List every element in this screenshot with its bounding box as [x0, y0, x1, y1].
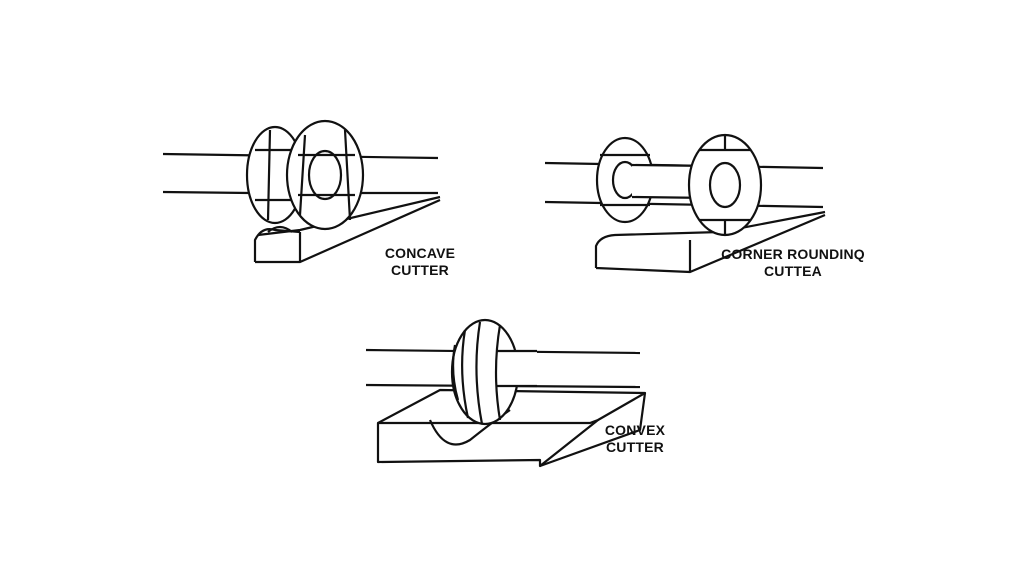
label-line: CONVEX [604, 422, 666, 438]
convex-cutter-illustration [365, 318, 647, 468]
concave-cutter-illustration [162, 119, 441, 264]
corner-rounding-cutter-label: CORNER ROUNDINQ CUTTEA [708, 246, 878, 280]
corner-rounding-cutter-illustration [544, 133, 826, 274]
concave-cutter-label: CONCAVE CUTTER [370, 245, 470, 279]
label-line: CUTTER [391, 262, 449, 278]
label-line: CUTTEA [764, 263, 822, 279]
label-line: CONCAVE [384, 245, 456, 261]
label-line: CORNER ROUNDINQ [721, 246, 865, 262]
convex-cutter-label: CONVEX CUTTER [590, 422, 680, 456]
label-line: CUTTER [606, 439, 664, 455]
